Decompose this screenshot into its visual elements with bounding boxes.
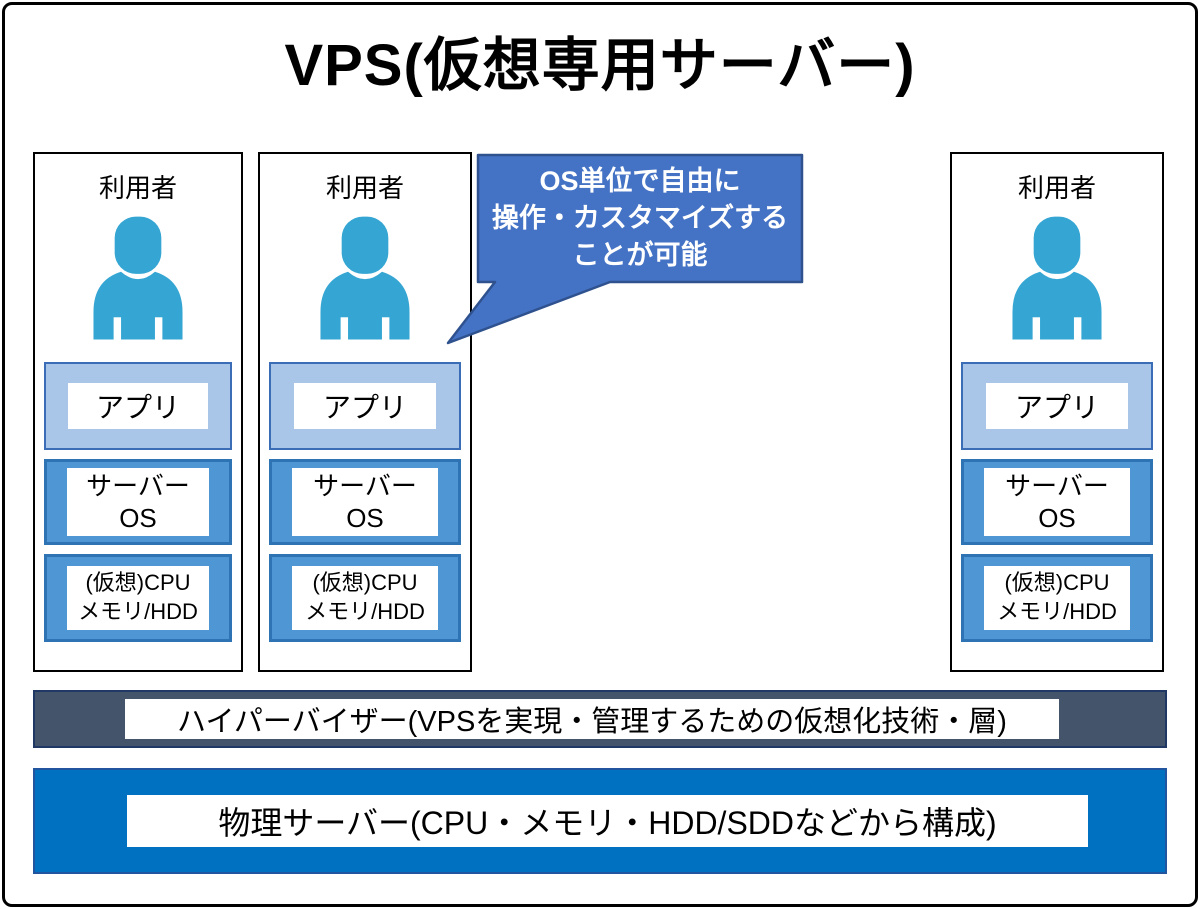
callout-line: OS単位で自由に bbox=[539, 166, 741, 196]
physical-server-label: 物理サーバー(CPU・メモリ・HDD/SDDなどから構成) bbox=[127, 795, 1088, 847]
app-box: アプリ bbox=[44, 362, 232, 450]
server-os-box-label: サーバー OS bbox=[67, 468, 209, 536]
virtual-hardware-box: (仮想)CPU メモリ/HDD bbox=[269, 554, 461, 642]
hypervisor-label: ハイパーバイザー(VPSを実現・管理するための仮想化技術・層) bbox=[125, 699, 1059, 739]
label-line: メモリ/HDD bbox=[78, 599, 198, 624]
server-os-box: サーバー OS bbox=[44, 459, 232, 545]
label-line: サーバー bbox=[86, 470, 190, 501]
callout-line: ことが可能 bbox=[572, 240, 708, 270]
user-icon bbox=[320, 216, 410, 340]
virtual-hardware-box: (仮想)CPU メモリ/HDD bbox=[44, 554, 232, 642]
app-box-label: アプリ bbox=[68, 383, 208, 429]
label-line: メモリ/HDD bbox=[305, 599, 425, 624]
physical-server-bar: 物理サーバー(CPU・メモリ・HDD/SDDなどから構成) bbox=[33, 768, 1167, 874]
callout-bubble: OS単位で自由に 操作・カスタマイズする ことが可能 bbox=[440, 153, 812, 353]
hypervisor-layer-bar: ハイパーバイザー(VPSを実現・管理するための仮想化技術・層) bbox=[33, 690, 1167, 748]
app-box-label: アプリ bbox=[985, 383, 1129, 429]
user-label: 利用者 bbox=[325, 173, 404, 203]
label-line: サーバー bbox=[1005, 470, 1109, 501]
callout-shape bbox=[446, 153, 804, 345]
virtual-hardware-box-label: (仮想)CPU メモリ/HDD bbox=[984, 566, 1130, 630]
callout-line: 操作・カスタマイズする bbox=[491, 203, 789, 233]
label-line: メモリ/HDD bbox=[997, 599, 1117, 624]
server-os-box: サーバー OS bbox=[961, 459, 1153, 545]
virtual-hardware-box: (仮想)CPU メモリ/HDD bbox=[961, 554, 1153, 642]
label-line: (仮想)CPU bbox=[85, 570, 191, 596]
label-line: OS bbox=[1038, 503, 1076, 533]
virtual-hardware-box-label: (仮想)CPU メモリ/HDD bbox=[67, 566, 209, 630]
vps-instance-column-2: 利用者 アプリ サーバー OS (仮想)CPU メモリ/HDD bbox=[258, 152, 472, 672]
label-line: サーバー bbox=[313, 470, 417, 501]
server-os-box: サーバー OS bbox=[269, 459, 461, 545]
label-line: OS bbox=[346, 503, 384, 533]
label-line: (仮想)CPU bbox=[312, 570, 418, 596]
label-line: OS bbox=[119, 503, 157, 533]
user-label: 利用者 bbox=[98, 173, 177, 203]
user-label: 利用者 bbox=[1017, 173, 1096, 203]
user-icon bbox=[1012, 216, 1102, 340]
virtual-hardware-box-label: (仮想)CPU メモリ/HDD bbox=[292, 566, 438, 630]
diagram-title: VPS(仮想専用サーバー) bbox=[284, 33, 916, 98]
user-icon bbox=[93, 216, 183, 340]
app-box: アプリ bbox=[269, 362, 461, 450]
callout-text: OS単位で自由に 操作・カスタマイズする ことが可能 bbox=[478, 163, 802, 274]
vps-instance-column-1: 利用者 アプリ サーバー OS (仮想)CPU メモリ/HDD bbox=[33, 152, 243, 672]
app-box: アプリ bbox=[961, 362, 1153, 450]
label-line: (仮想)CPU bbox=[1004, 570, 1110, 596]
vps-instance-column-3: 利用者 アプリ サーバー OS (仮想)CPU メモリ/HDD bbox=[950, 152, 1164, 672]
server-os-box-label: サーバー OS bbox=[984, 468, 1130, 536]
app-box-label: アプリ bbox=[293, 383, 437, 429]
server-os-box-label: サーバー OS bbox=[292, 468, 438, 536]
